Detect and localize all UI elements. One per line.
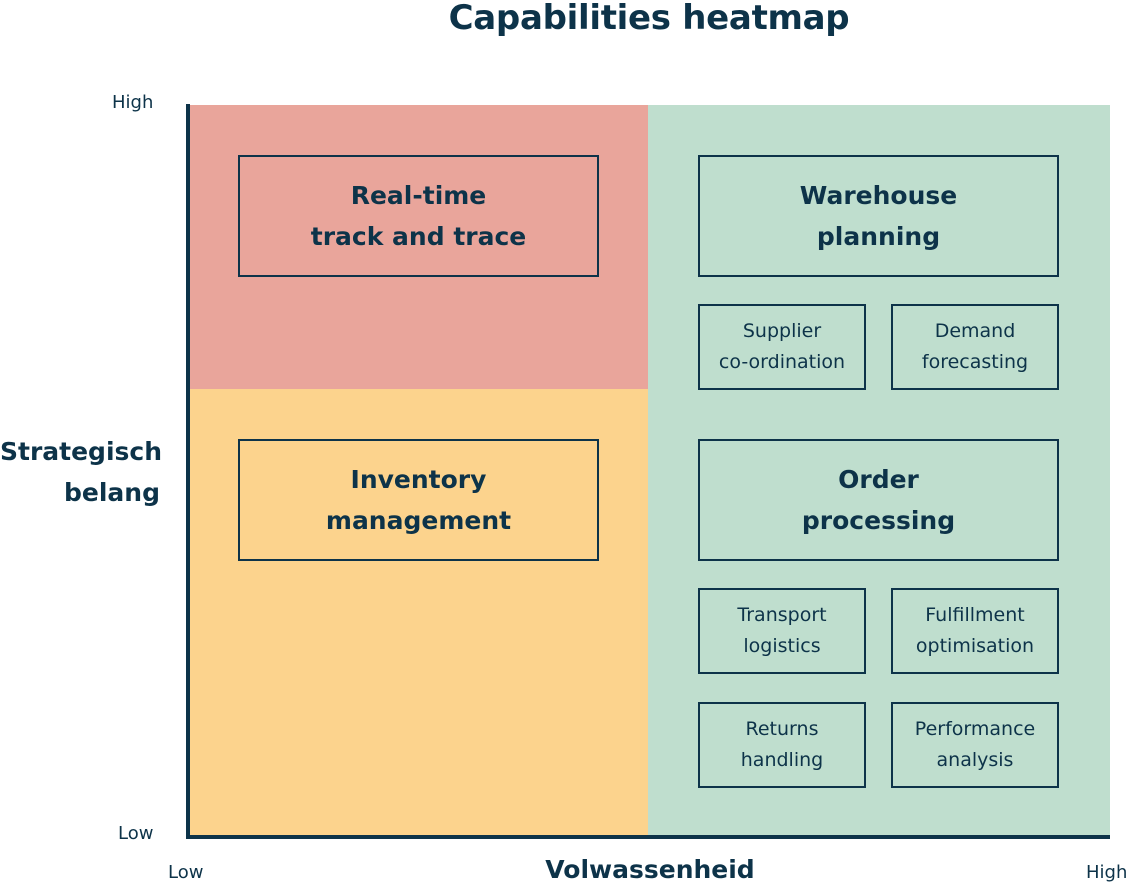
capability-label: Warehouse planning xyxy=(799,181,958,251)
capability-label: Fulfillment optimisation xyxy=(915,604,1035,657)
quadrant-high-importance-low-maturity xyxy=(190,105,648,389)
quadrant-low-importance-low-maturity xyxy=(190,389,648,836)
capability-order-processing: Order processing xyxy=(698,439,1059,561)
capability-label: Demand forecasting xyxy=(921,320,1029,373)
capability-transport-logistics: Transport logistics xyxy=(698,588,866,674)
capability-warehouse-planning: Warehouse planning xyxy=(698,155,1059,277)
y-axis-title: Strategisch belang xyxy=(0,437,163,507)
capability-label: Transport logistics xyxy=(737,604,827,657)
capability-demand-forecasting: Demand forecasting xyxy=(891,304,1059,390)
y-axis-low-label: Low xyxy=(118,823,154,844)
capability-label: Returns handling xyxy=(740,718,824,771)
x-axis-high-label: High xyxy=(1086,862,1128,883)
capability-label: Order processing xyxy=(801,465,956,535)
capability-performance-analysis: Performance analysis xyxy=(891,702,1059,788)
chart-title: Capabilities heatmap xyxy=(448,0,850,38)
x-axis-title: Volwassenheid xyxy=(545,855,755,884)
capability-label: Performance analysis xyxy=(914,718,1036,771)
capability-label: Supplier co-ordination xyxy=(718,320,846,373)
x-axis-low-label: Low xyxy=(168,862,204,883)
capability-supplier-co-ordination: Supplier co-ordination xyxy=(698,304,866,390)
y-axis-high-label: High xyxy=(112,92,154,113)
capability-inventory-management: Inventory management xyxy=(238,439,599,561)
capability-returns-handling: Returns handling xyxy=(698,702,866,788)
y-axis-line xyxy=(186,104,190,839)
quadrant-high-maturity xyxy=(648,105,1110,836)
capability-label: Real-time track and trace xyxy=(310,181,527,251)
x-axis-line xyxy=(186,835,1110,839)
capability-label: Inventory management xyxy=(325,465,512,535)
capability-fulfillment-optimisation: Fulfillment optimisation xyxy=(891,588,1059,674)
capability-real-time-track-and-trace: Real-time track and trace xyxy=(238,155,599,277)
